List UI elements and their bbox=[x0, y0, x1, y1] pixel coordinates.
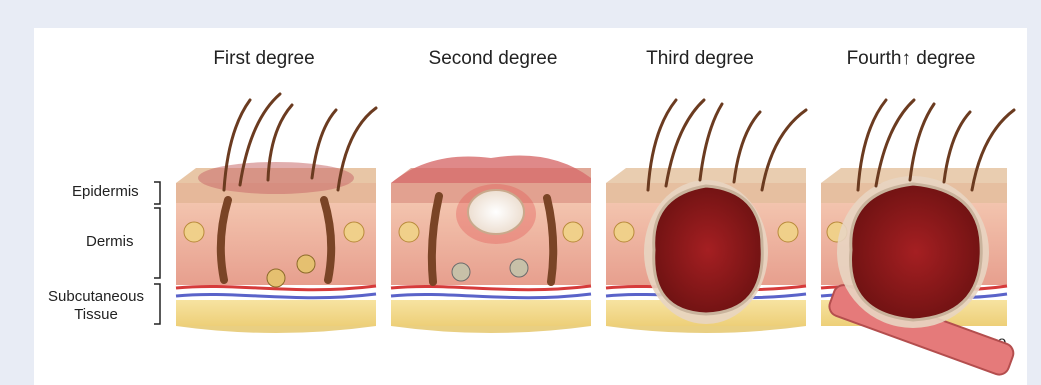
bracket-epidermis bbox=[154, 182, 160, 204]
bracket-dermis bbox=[154, 208, 160, 278]
bracket-subcutaneous bbox=[154, 284, 160, 324]
skin-block-first-degree bbox=[176, 162, 376, 333]
skin-block-fourth-degree bbox=[821, 168, 1016, 377]
layer-brackets bbox=[154, 182, 160, 324]
skin-block-second-degree bbox=[391, 156, 591, 334]
skin-block-third-degree bbox=[606, 168, 806, 333]
